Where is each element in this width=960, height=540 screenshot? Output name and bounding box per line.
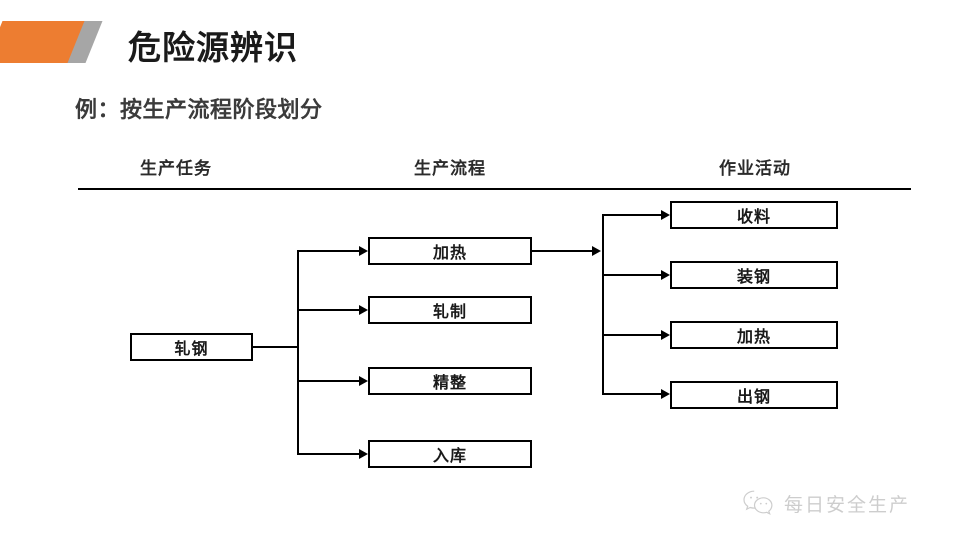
page-subtitle: 例：按生产流程阶段划分 <box>75 97 323 122</box>
node-activity-charging-steel[interactable]: 装钢 <box>670 261 838 289</box>
column-header-production-process: 生产流程 <box>414 159 486 178</box>
node-activity-heating[interactable]: 加热 <box>670 321 838 349</box>
arrowhead-icon-root-to-process-4 <box>359 449 368 459</box>
connector-root-branch-3 <box>297 380 361 382</box>
connector-root-branch-4 <box>297 453 361 455</box>
arrowhead-icon-to-activity-3 <box>661 330 670 340</box>
connector-process-branch-1 <box>602 214 663 216</box>
arrowhead-icon-to-activity-2 <box>661 270 670 280</box>
connector-process-branch-3 <box>602 334 663 336</box>
arrowhead-icon-root-to-process-3 <box>359 376 368 386</box>
node-process-warehousing[interactable]: 入库 <box>368 440 532 468</box>
arrowhead-icon-process-to-trunk <box>592 246 601 256</box>
node-activity-discharging-steel[interactable]: 出钢 <box>670 381 838 409</box>
connector-process-trunk <box>602 214 604 395</box>
node-process-heating[interactable]: 加热 <box>368 237 532 265</box>
header-divider-rule <box>78 188 911 190</box>
column-header-production-task: 生产任务 <box>140 159 212 178</box>
connector-root-branch-1 <box>297 250 361 252</box>
connector-process-branch-2 <box>602 274 663 276</box>
arrowhead-icon-to-activity-1 <box>661 210 670 220</box>
connector-root-branch-2 <box>297 309 361 311</box>
connector-process-branch-4 <box>602 393 663 395</box>
watermark-text: 每日安全生产 <box>784 494 911 516</box>
arrowhead-icon-root-to-process-2 <box>359 305 368 315</box>
page-title: 危险源辨识 <box>128 29 298 66</box>
connector-root-stub <box>253 346 299 348</box>
watermark: 每日安全生产 <box>742 489 910 517</box>
connector-root-trunk <box>297 250 299 454</box>
connector-process-stub <box>532 250 594 252</box>
node-production-task-rolling-steel[interactable]: 轧钢 <box>130 333 253 361</box>
arrowhead-icon-root-to-process-1 <box>359 246 368 256</box>
arrowhead-icon-to-activity-4 <box>661 389 670 399</box>
node-process-rolling[interactable]: 轧制 <box>368 296 532 324</box>
wechat-icon <box>742 489 776 517</box>
column-header-work-activity: 作业活动 <box>719 159 791 178</box>
node-process-finishing[interactable]: 精整 <box>368 367 532 395</box>
node-activity-receiving[interactable]: 收料 <box>670 201 838 229</box>
